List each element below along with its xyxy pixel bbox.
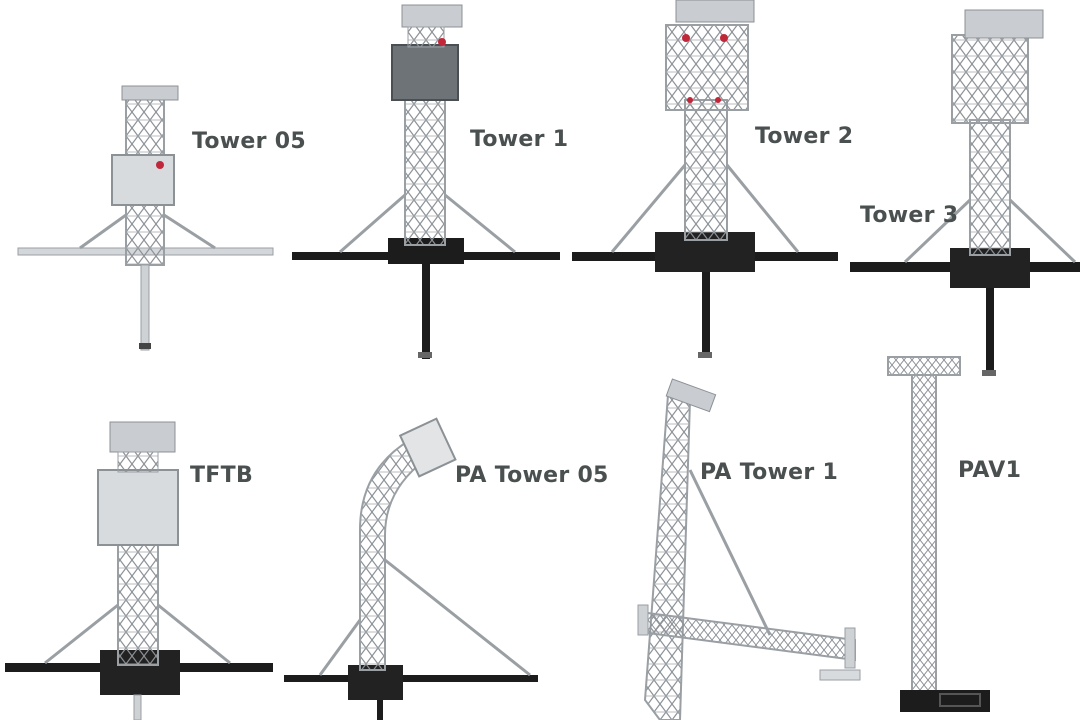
tower-2-label: Tower 2: [755, 124, 854, 149]
tower-05-illustration: [17, 85, 274, 351]
tower-3-label: Tower 3: [860, 203, 959, 228]
pav1-label: PAV1: [958, 458, 1022, 483]
tower-1-label: Tower 1: [470, 127, 569, 152]
tower-05-label: Tower 05: [192, 129, 306, 154]
tftb-label: TFTB: [190, 463, 254, 488]
tftb-illustration: [5, 421, 273, 720]
pa-tower-1-label: PA Tower 1: [700, 460, 839, 485]
pa-tower-1-illustration: [637, 378, 861, 720]
tower-3-illustration: [850, 9, 1080, 376]
pa-tower-05-illustration: [284, 417, 538, 720]
pa-tower-05-label: PA Tower 05: [455, 463, 609, 488]
tower-2-illustration: [572, 0, 838, 358]
tower-1-illustration: [292, 4, 560, 359]
pav1-illustration: [887, 356, 990, 712]
